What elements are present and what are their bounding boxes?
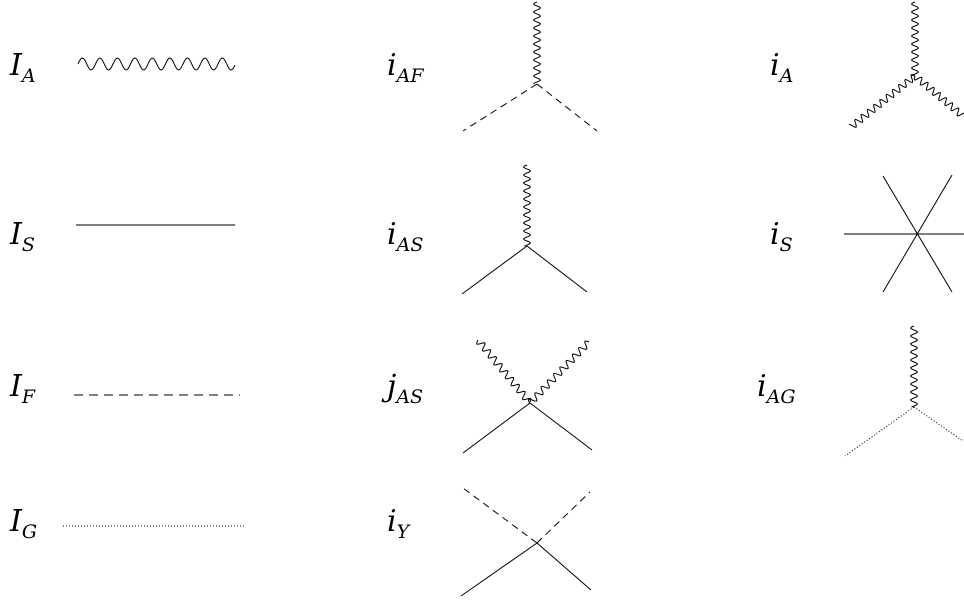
solid-leg <box>460 542 538 597</box>
wavy-leg <box>909 325 919 408</box>
dashed-leg <box>536 83 598 132</box>
label-I-S: IS <box>9 217 35 256</box>
solid-leg <box>461 245 528 295</box>
dashed-leg <box>462 83 538 132</box>
wavy-leg <box>910 1 920 77</box>
vertex-i-S <box>844 174 964 293</box>
vertex-i-AS <box>461 164 588 295</box>
dotted-leg <box>913 406 964 442</box>
label-i-Y: iY <box>387 504 412 543</box>
wavy-line <box>77 57 236 71</box>
wavy-leg <box>527 340 590 403</box>
solid-leg <box>882 174 953 293</box>
label-i-S: iS <box>770 217 793 256</box>
dotted-leg <box>844 406 915 457</box>
vertex-i-Y <box>460 487 592 597</box>
vertex-i-AG <box>844 325 964 457</box>
dashed-leg <box>462 487 538 544</box>
vertex-j-AS <box>462 339 593 454</box>
vertex-i-A <box>848 1 964 129</box>
propagator-I-A <box>77 57 236 71</box>
label-i-AG: iAG <box>757 369 796 408</box>
label-I-F: IF <box>9 369 36 408</box>
solid-leg <box>529 402 593 451</box>
label-j-AS: jAS <box>381 369 423 408</box>
wavy-leg <box>532 1 542 85</box>
label-i-A: iA <box>770 48 793 87</box>
wavy-leg <box>913 75 964 117</box>
solid-leg <box>462 402 531 454</box>
wavy-leg <box>476 339 532 405</box>
solid-leg <box>536 542 592 591</box>
vertex-i-AF <box>462 1 598 132</box>
wavy-leg <box>522 164 532 247</box>
label-I-A: IA <box>9 48 36 87</box>
solid-leg <box>526 245 588 293</box>
label-I-G: IG <box>9 504 37 543</box>
label-i-AS: iAS <box>387 217 423 256</box>
dashed-leg <box>536 491 591 544</box>
label-i-AF: iAF <box>387 48 424 87</box>
wavy-leg <box>848 73 916 129</box>
